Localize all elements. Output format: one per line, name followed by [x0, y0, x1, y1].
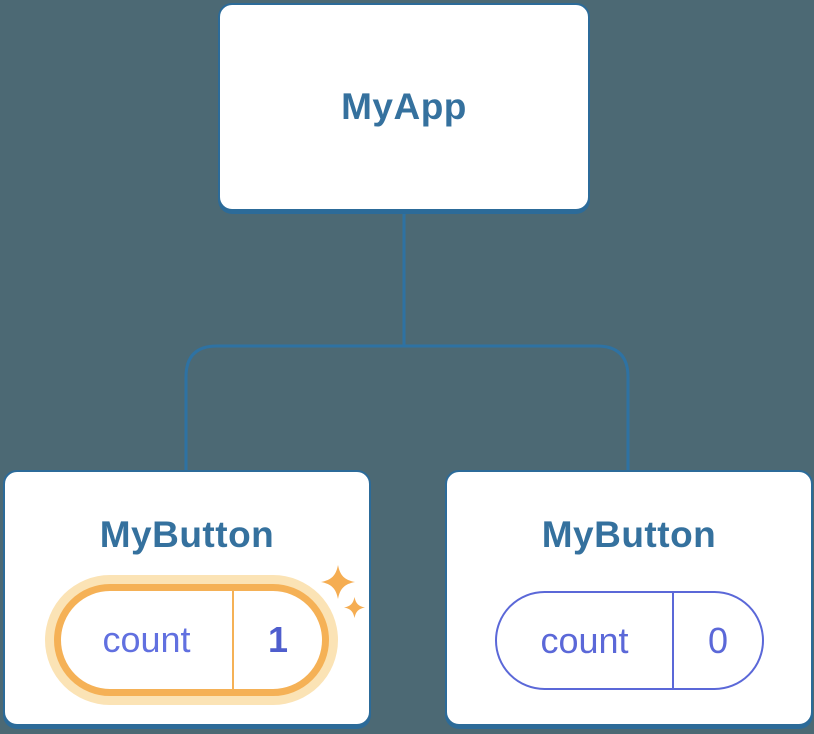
state-pill: count 0 [495, 591, 764, 690]
state-label: count [102, 619, 191, 660]
sparkle-icon [321, 565, 355, 599]
state-label: count [540, 619, 629, 661]
state-value: 1 [232, 591, 322, 689]
connector-branch [184, 344, 630, 471]
node-title: MyButton [99, 514, 275, 555]
state-pill-highlighted: count 1 [54, 584, 329, 696]
node-title: MyButton [541, 514, 717, 555]
node-mybutton-1: MyButton count 1 [3, 470, 371, 726]
state-value: 0 [672, 593, 762, 688]
node-myapp: MyApp [218, 3, 590, 211]
sparkle-icon [344, 597, 365, 618]
node-mybutton-2: MyButton count 0 [445, 470, 813, 726]
node-title: MyApp [341, 86, 467, 127]
